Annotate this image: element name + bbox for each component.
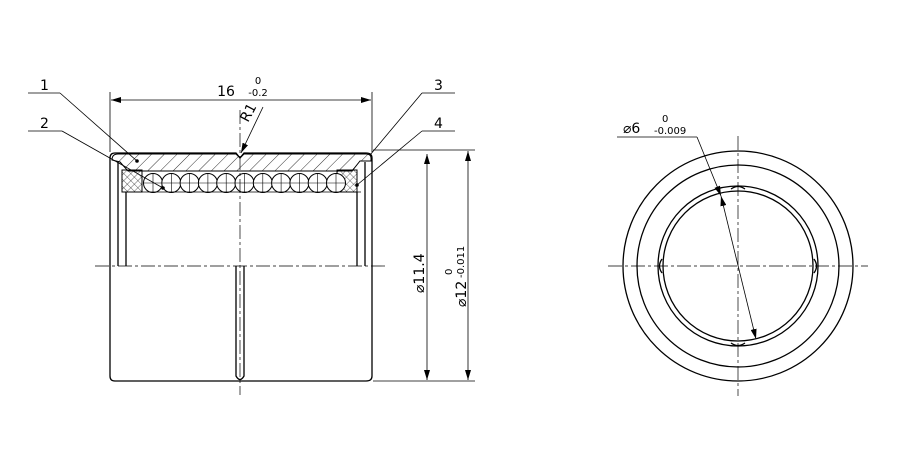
side-section-view [95,110,388,395]
radius-callout: R1 [237,101,264,154]
outer-circle [622,150,854,382]
balloon-2: 2 [28,116,165,190]
left-seal [121,169,143,193]
outer-dia-value: ⌀12 [454,281,470,307]
bushing-outline [109,152,373,382]
balloon-label: 1 [40,78,49,94]
bore-dia-tol-lower: -0.009 [654,126,686,137]
balloon-3: 3 [369,78,455,156]
diameter-dimensions: ⌀11.4 ⌀12 0 -0.011 [373,149,475,382]
outer-dia-tol-upper: 0 [444,269,455,275]
radius-value: R1 [237,101,260,125]
balloon-1: 1 [28,78,139,163]
bore-dia-tol-upper: 0 [662,114,668,125]
bore-dimension: ⌀6 0 -0.009 [617,114,757,340]
length-dimension: 16 0 -0.2 [109,76,373,152]
inner-dia-value: ⌀11.4 [412,253,428,293]
balloon-4: 4 [355,116,455,187]
outer-dia-tol-lower: -0.011 [456,246,467,278]
end-view [608,136,868,396]
balloon-label: 3 [434,78,443,94]
length-value: 16 [217,84,235,100]
outer-shell-section [111,153,372,172]
balloon-label: 4 [434,116,443,132]
ball-row [143,173,346,193]
bore-dia-value: ⌀6 [623,121,640,137]
length-tol-lower: -0.2 [248,88,268,99]
center-groove [235,266,245,381]
balloon-label: 2 [40,116,49,132]
length-tol-upper: 0 [255,76,261,87]
